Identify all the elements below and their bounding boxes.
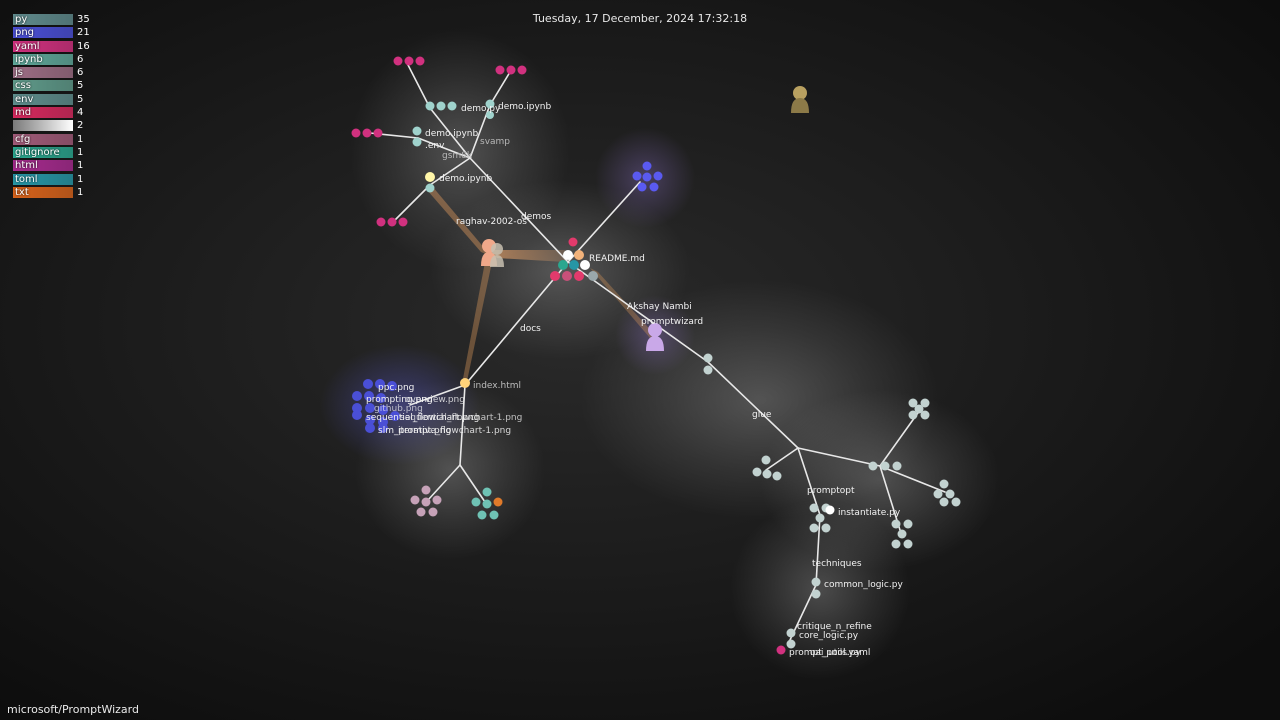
legend-item: gitignore 1 — [13, 146, 133, 159]
legend-swatch — [13, 120, 73, 132]
user-avatars — [481, 86, 809, 351]
user-avatar-akshay — [646, 323, 664, 351]
legend-count: 4 — [77, 107, 84, 119]
legend-item: yaml 16 — [13, 40, 133, 53]
label-prompt-pool: prompt_pool.yaml — [789, 648, 870, 658]
legend-item: txt 1 — [13, 186, 133, 199]
legend-count: 1 — [77, 173, 84, 185]
graph-labels: README.md demos raghav-2002-os docs Aksh… — [366, 102, 903, 658]
label-env: .env — [425, 141, 445, 151]
label-demos: demos — [521, 212, 552, 222]
label-png-1: ppc.png — [378, 383, 414, 393]
legend-ext: js — [15, 67, 23, 79]
label-promptwizard: promptwizard — [641, 317, 703, 327]
legend-item: ipynb 6 — [13, 53, 133, 66]
legend-count: 2 — [77, 120, 84, 132]
legend-swatch — [13, 133, 73, 145]
user-avatar-unknown — [791, 86, 809, 113]
legend-ext: html — [15, 160, 38, 172]
label-raghav: raghav-2002-os — [456, 217, 527, 227]
legend-item: md 4 — [13, 106, 133, 119]
label-docs: docs — [520, 324, 541, 334]
directory-edges — [369, 62, 946, 641]
legend-swatch — [13, 173, 73, 185]
legend-ext: toml — [15, 173, 38, 185]
label-png-7: iterative_flowchart-1.png — [398, 426, 511, 436]
legend-item: png 21 — [13, 26, 133, 39]
label-png-8: sequential_flowchart-1.png — [400, 413, 522, 423]
file-nodes — [351, 56, 961, 655]
legend-count: 1 — [77, 160, 84, 172]
label-png-2: prompting.png — [366, 395, 433, 405]
legend-swatch — [13, 40, 73, 52]
legend-swatch — [13, 80, 73, 92]
legend-ext: txt — [15, 186, 29, 198]
label-promptopt: promptopt — [807, 486, 855, 496]
legend-item: 2 — [13, 119, 133, 132]
legend-swatch — [13, 14, 73, 25]
legend-count: 1 — [77, 133, 84, 145]
legend-count: 21 — [77, 27, 90, 39]
label-demo-ipynb-1: demo.ipynb — [498, 102, 551, 112]
label-akshay: Akshay Nambi — [627, 302, 692, 312]
label-core-logic: core_logic.py — [799, 631, 859, 641]
label-critique: critique_n_refine — [797, 622, 872, 632]
label-glue: glue — [752, 410, 772, 420]
label-instantiate: instantiate.py — [838, 508, 901, 518]
label-readme: README.md — [589, 254, 645, 264]
legend-ext: py — [15, 14, 28, 25]
label-png-4: github.png — [374, 404, 423, 414]
user-activity-beams — [427, 186, 655, 386]
label-demo-py: demo.py — [461, 104, 501, 114]
label-gsm8k: gsm8k — [442, 151, 473, 161]
legend-count: 16 — [77, 40, 90, 52]
legend-item: toml 1 — [13, 173, 133, 186]
label-png-5: sequential_flowchart.png — [366, 413, 479, 423]
legend-ext: md — [15, 107, 32, 119]
legend-item: cfg 1 — [13, 133, 133, 146]
legend-swatch — [13, 93, 73, 105]
legend-ext: env — [15, 93, 34, 105]
legend-swatch — [13, 146, 73, 158]
legend-ext: ipynb — [15, 53, 43, 65]
legend-ext: cfg — [15, 133, 31, 145]
legend-ext: gitignore — [15, 146, 60, 158]
label-oai-utils: oai_utils.py — [810, 648, 862, 658]
legend-item: css 5 — [13, 79, 133, 92]
legend-count: 5 — [77, 93, 84, 105]
legend-ext: png — [15, 27, 35, 39]
legend-count: 6 — [77, 67, 84, 79]
legend-ext: yaml — [15, 40, 40, 52]
legend-count: 1 — [77, 146, 84, 158]
legend-item: js 6 — [13, 66, 133, 79]
legend-swatch — [13, 186, 73, 198]
timestamp: Tuesday, 17 December, 2024 17:32:18 — [532, 12, 748, 25]
legend-swatch — [13, 53, 73, 65]
legend-swatch — [13, 67, 73, 79]
legend-swatch — [13, 27, 73, 39]
legend-count: 6 — [77, 53, 84, 65]
label-png-3: overview.png — [405, 395, 465, 405]
label-png-6: slm_prompt.png — [378, 426, 451, 436]
repository-name: microsoft/PromptWizard — [7, 703, 139, 716]
legend-ext: css — [15, 80, 31, 92]
label-index-html: index.html — [473, 381, 521, 391]
legend-item: env 5 — [13, 93, 133, 106]
legend-count: 1 — [77, 186, 84, 198]
label-demo-ipynb-2: demo.ipynb — [425, 129, 478, 139]
legend-swatch — [13, 160, 73, 172]
label-demo-ipynb-3: demo.ipynb — [439, 174, 492, 184]
label-svamp: svamp — [480, 137, 510, 147]
legend-count: 5 — [77, 80, 84, 92]
legend-swatch — [13, 107, 73, 119]
label-techniques: techniques — [812, 559, 862, 569]
legend-item: html 1 — [13, 159, 133, 172]
legend-item: py 35 — [13, 13, 133, 26]
legend-count: 35 — [77, 14, 90, 25]
label-common-logic: common_logic.py — [824, 580, 903, 590]
